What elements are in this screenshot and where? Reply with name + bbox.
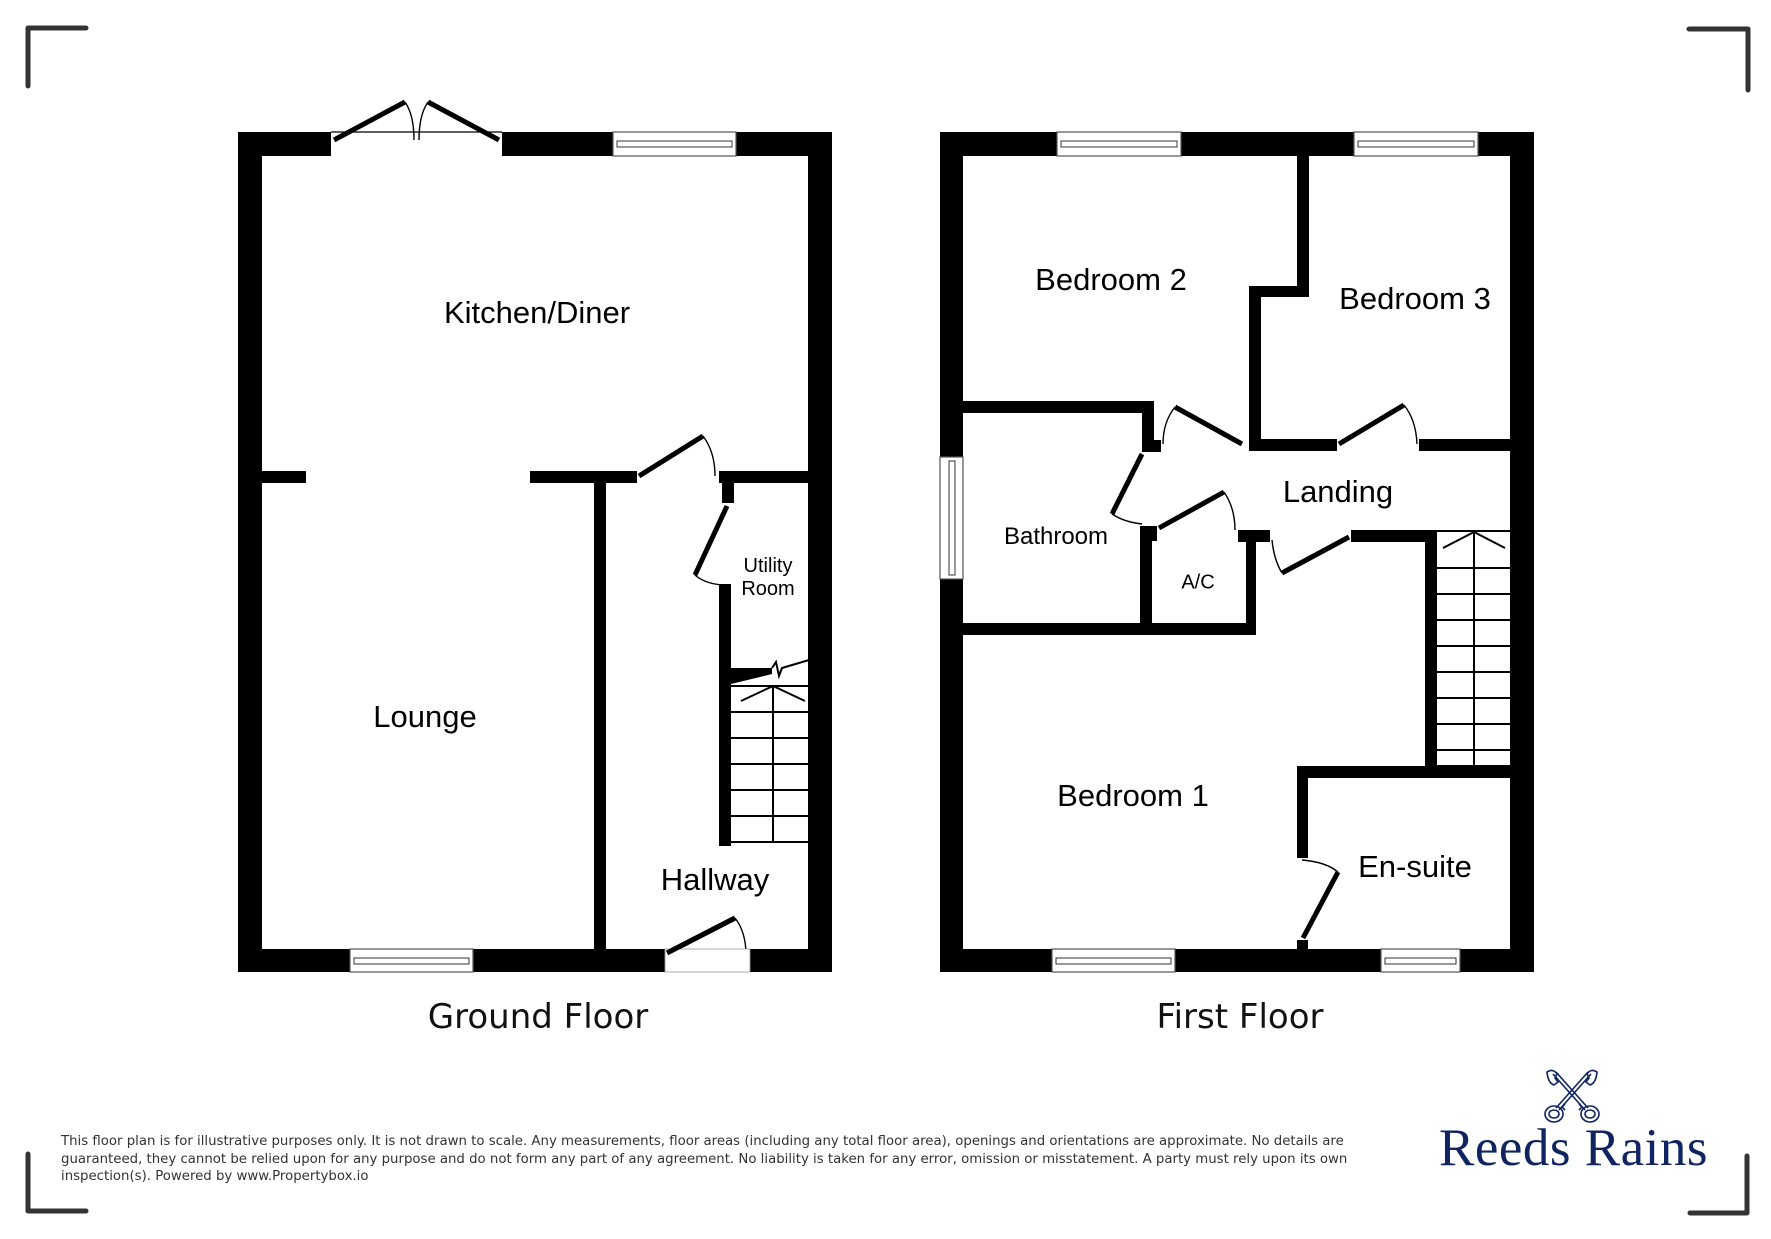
- room-label-bedroom-1: Bedroom 1: [1057, 778, 1209, 813]
- wall: [1140, 526, 1157, 541]
- door: [1157, 489, 1226, 531]
- wall: [1297, 940, 1308, 950]
- floor-title-first: First Floor: [1156, 997, 1324, 1037]
- room-label-utility-line1: Utility: [743, 555, 793, 577]
- window: [1051, 948, 1176, 973]
- ground-floor-plan: [238, 99, 832, 973]
- wall: [1142, 440, 1161, 452]
- wall: [1175, 949, 1381, 972]
- door: [1280, 534, 1351, 576]
- wall: [1297, 156, 1309, 297]
- window: [612, 131, 737, 157]
- door: [1337, 402, 1406, 447]
- corner-bracket-bottom-left: [25, 1151, 89, 1214]
- room-label-airing-cupboard: A/C: [1181, 571, 1215, 594]
- wall: [1460, 949, 1534, 972]
- wall: [1246, 530, 1256, 634]
- wall: [1351, 530, 1437, 542]
- room-label-utility-line2: Room: [741, 578, 795, 600]
- wall: [1425, 530, 1437, 778]
- door: [1300, 870, 1341, 940]
- corner-brackets: [25, 25, 1751, 1216]
- room-label-bathroom: Bathroom: [1003, 523, 1109, 550]
- wall: [1238, 530, 1270, 542]
- wall: [1249, 439, 1337, 451]
- window: [1056, 131, 1182, 157]
- door: [1109, 452, 1145, 516]
- disclaimer-text: This floor plan is for illustrative purp…: [61, 1134, 1348, 1184]
- wall: [1297, 766, 1510, 778]
- room-label-kitchen-diner: Kitchen/Diner: [443, 295, 631, 330]
- wall: [1249, 286, 1309, 297]
- wall: [530, 471, 637, 483]
- corner-bracket-top-left: [25, 25, 89, 89]
- wall: [1181, 132, 1354, 156]
- window: [939, 456, 964, 580]
- wall: [940, 579, 963, 972]
- room-label-en-suite: En-suite: [1358, 849, 1472, 884]
- french-doors: [331, 99, 502, 143]
- window: [1380, 948, 1461, 973]
- room-label-bedroom-3: Bedroom 3: [1339, 281, 1491, 316]
- wall: [1249, 286, 1261, 451]
- room-label-hallway: Hallway: [660, 862, 770, 897]
- crossed-keys-icon: [1544, 1069, 1600, 1123]
- wall: [719, 471, 809, 483]
- wall: [1140, 526, 1152, 634]
- corner-bracket-bottom-right: [1687, 1153, 1750, 1216]
- wall: [963, 401, 1154, 413]
- corner-bracket-top-right: [1686, 26, 1751, 93]
- window: [1353, 131, 1479, 157]
- wall: [940, 949, 1052, 972]
- staircase: [731, 659, 810, 843]
- room-label-bedroom-2: Bedroom 2: [1035, 262, 1187, 297]
- wall: [722, 483, 734, 503]
- wall: [502, 132, 613, 156]
- wall: [1510, 132, 1534, 972]
- wall: [750, 949, 832, 972]
- wall: [1142, 401, 1154, 452]
- wall: [1297, 766, 1308, 858]
- room-label-lounge: Lounge: [373, 699, 477, 734]
- wall: [808, 132, 832, 972]
- wall: [719, 584, 731, 846]
- floor-title-ground: Ground Floor: [427, 997, 649, 1037]
- wall: [940, 132, 963, 457]
- door: [692, 504, 730, 577]
- wall: [594, 471, 606, 951]
- room-label-utility-room: Utility Room: [741, 555, 794, 601]
- door: [1173, 404, 1244, 447]
- wall: [1419, 439, 1510, 451]
- staircase: [1437, 530, 1510, 767]
- wall: [963, 623, 1256, 635]
- window: [349, 948, 474, 973]
- wall: [262, 471, 306, 483]
- wall: [238, 132, 262, 972]
- brand-logo-text: Reeds Rains: [1439, 1119, 1708, 1177]
- first-floor-plan: [939, 131, 1534, 973]
- room-label-landing: Landing: [1282, 474, 1394, 509]
- door: [637, 433, 705, 479]
